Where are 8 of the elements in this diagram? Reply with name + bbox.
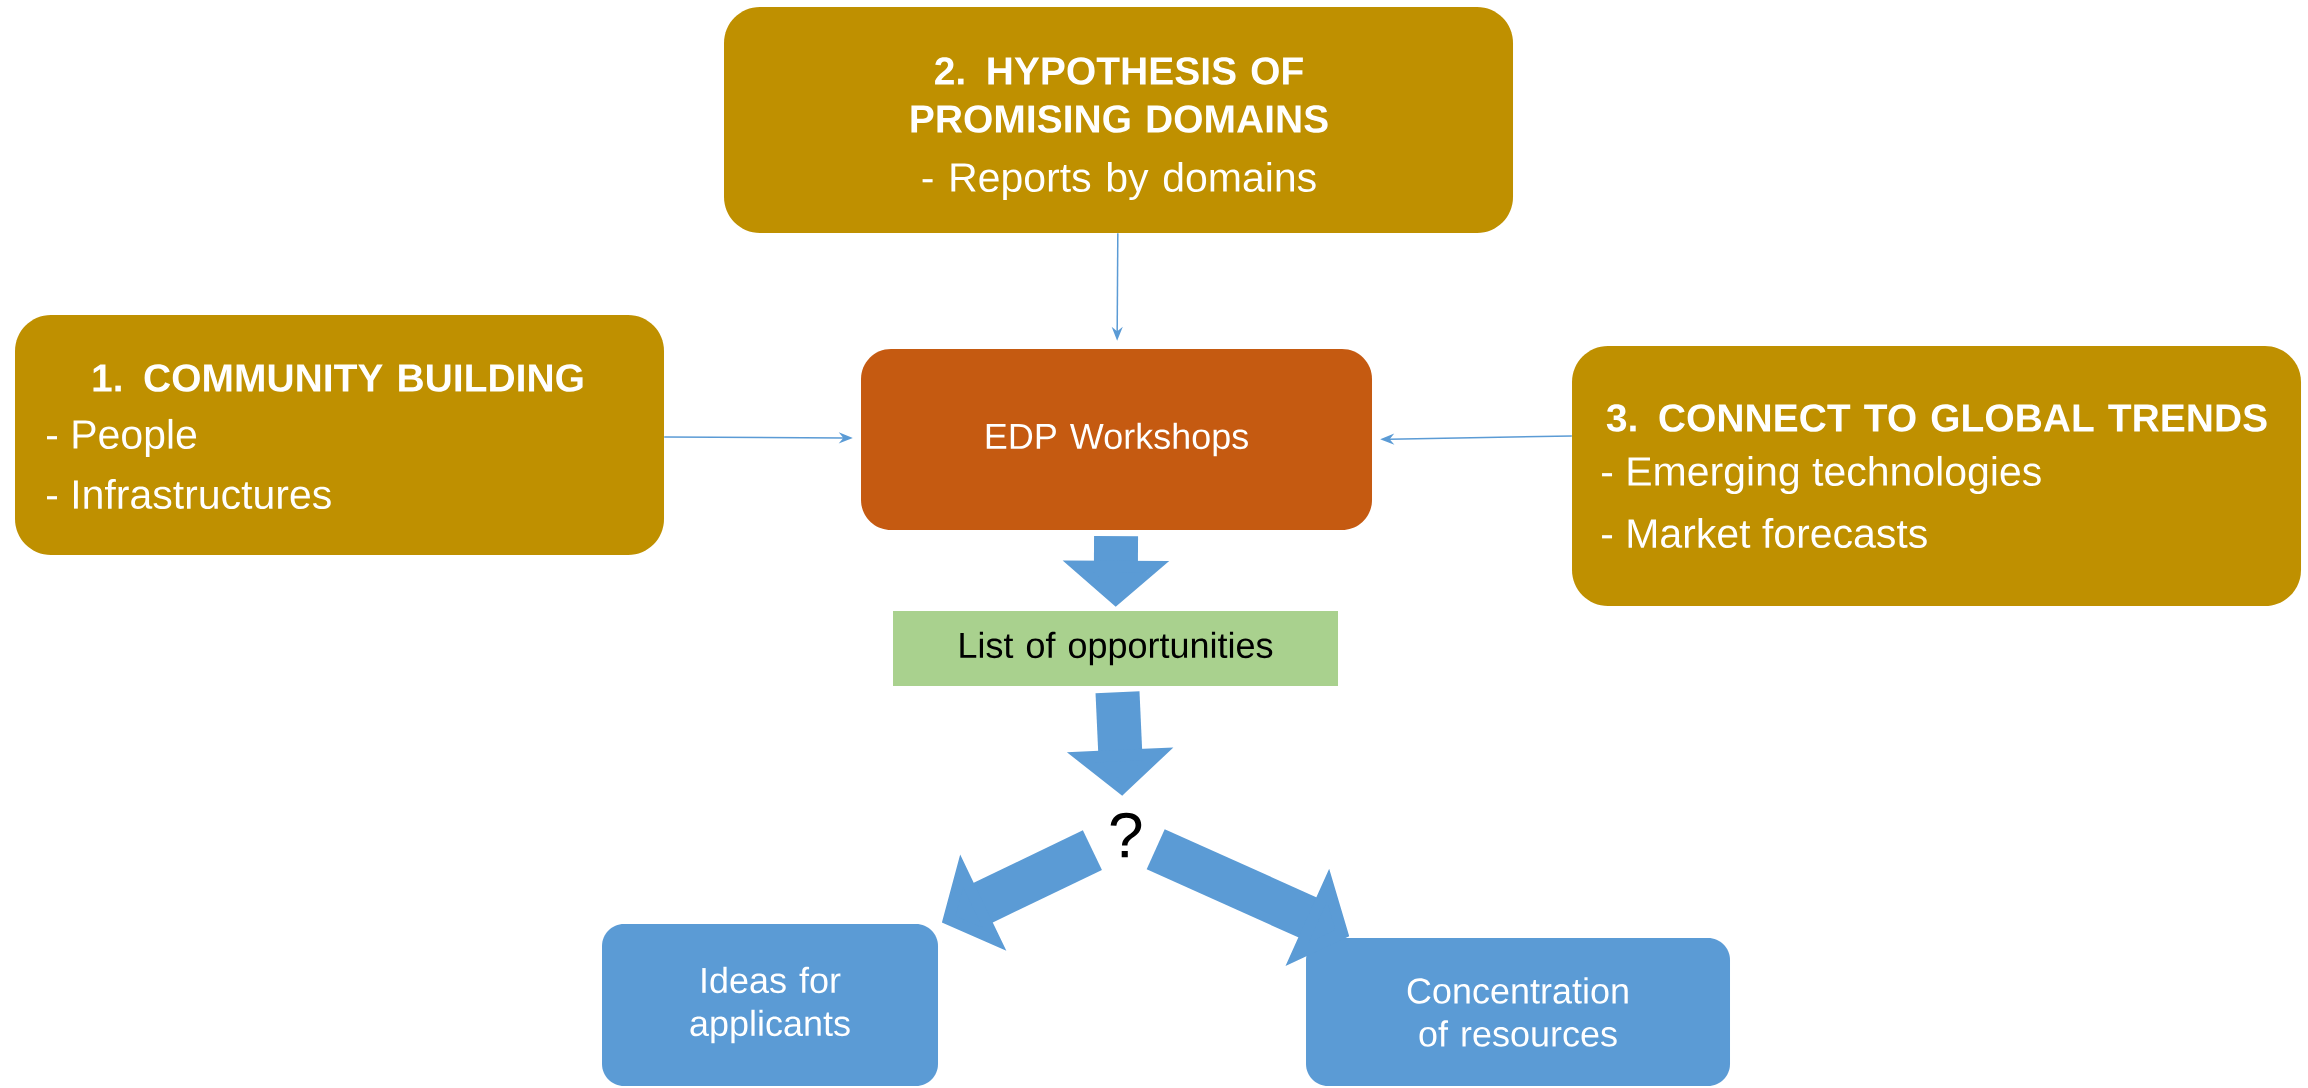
category-box: 1. COMMUNITY BUILDING - People - Infrastructures [15, 315, 664, 555]
outcome-box: Concentration of resources [1306, 938, 1730, 1086]
category-box: 3. CONNECT TO GLOBAL TRENDS - Emerging technologies - Market forecasts [1572, 346, 2301, 606]
result-box: List of opportunities [893, 611, 1338, 686]
category-box: 2. HYPOTHESIS OF PROMISING DOMAINS - Reports by domains [724, 7, 1513, 233]
question-mark: ? [1110, 812, 1142, 858]
outcome-box: Ideas for applicants [602, 924, 938, 1086]
workshop-box: EDP Workshops [861, 349, 1372, 530]
